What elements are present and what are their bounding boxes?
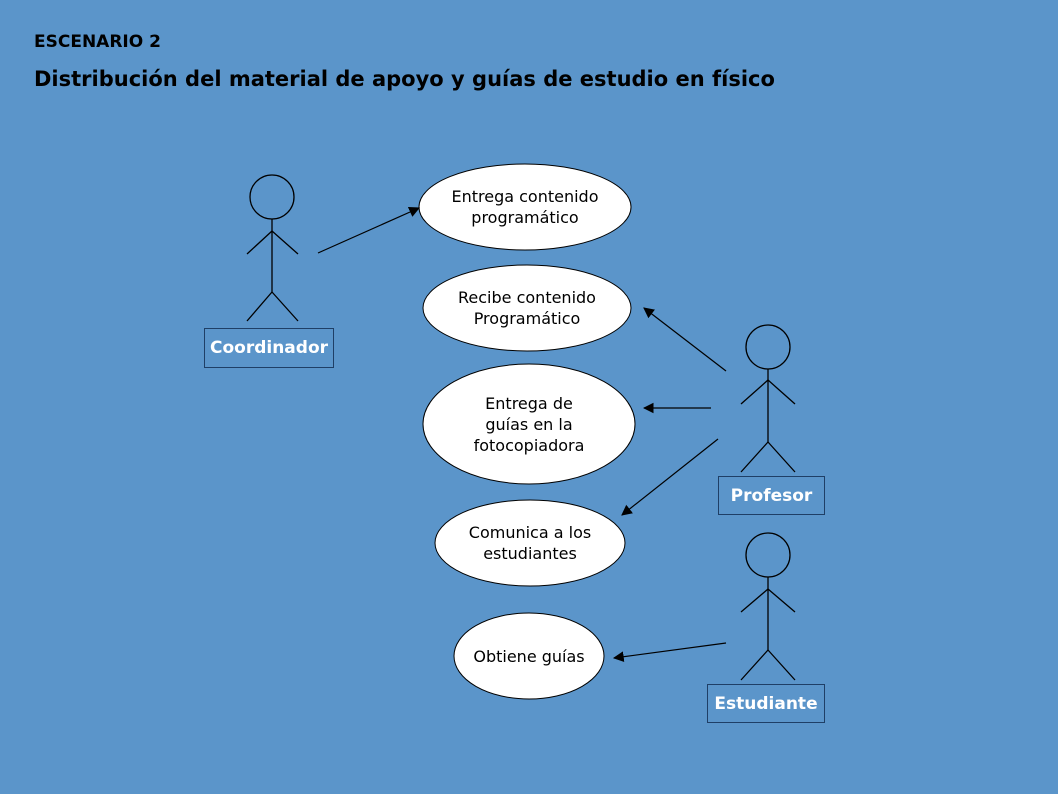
actor-profesor-figure[interactable] bbox=[740, 324, 796, 473]
use-case-entrega-guias-shape[interactable] bbox=[422, 363, 636, 485]
use-case-entrega-contenido-label: Entrega contenido programático bbox=[451, 187, 599, 227]
actor-coordinador-figure[interactable] bbox=[246, 174, 299, 322]
association-estudiante-obtiene bbox=[612, 642, 727, 663]
association-coordinador-entrega bbox=[317, 207, 420, 254]
scenario-label: ESCENARIO 2 bbox=[34, 32, 161, 52]
actor-profesor-label: Profesor bbox=[718, 476, 825, 515]
use-case-comunica-label: Comunica a los estudiantes bbox=[468, 523, 592, 563]
actor-estudiante-label: Estudiante bbox=[707, 684, 825, 723]
page-title: Distribución del material de apoyo y guí… bbox=[34, 67, 775, 91]
use-case-recibe-contenido-shape[interactable] bbox=[422, 264, 632, 352]
association-profesor-comunica bbox=[621, 438, 719, 516]
actor-coordinador-label: Coordinador bbox=[204, 328, 334, 368]
use-case-comunica-shape[interactable] bbox=[434, 499, 626, 587]
use-case-recibe-contenido-label: Recibe contenido Programático bbox=[458, 288, 596, 328]
association-profesor-recibe bbox=[643, 307, 727, 372]
actor-estudiante-figure[interactable] bbox=[740, 532, 796, 681]
use-case-entrega-contenido-shape[interactable] bbox=[418, 163, 632, 251]
use-case-obtiene-guias-label: Obtiene guías bbox=[473, 646, 585, 666]
use-case-obtiene-guias-shape[interactable] bbox=[453, 612, 605, 700]
use-case-entrega-guias-label: Entrega de guías en la fotocopiadora bbox=[473, 393, 585, 455]
